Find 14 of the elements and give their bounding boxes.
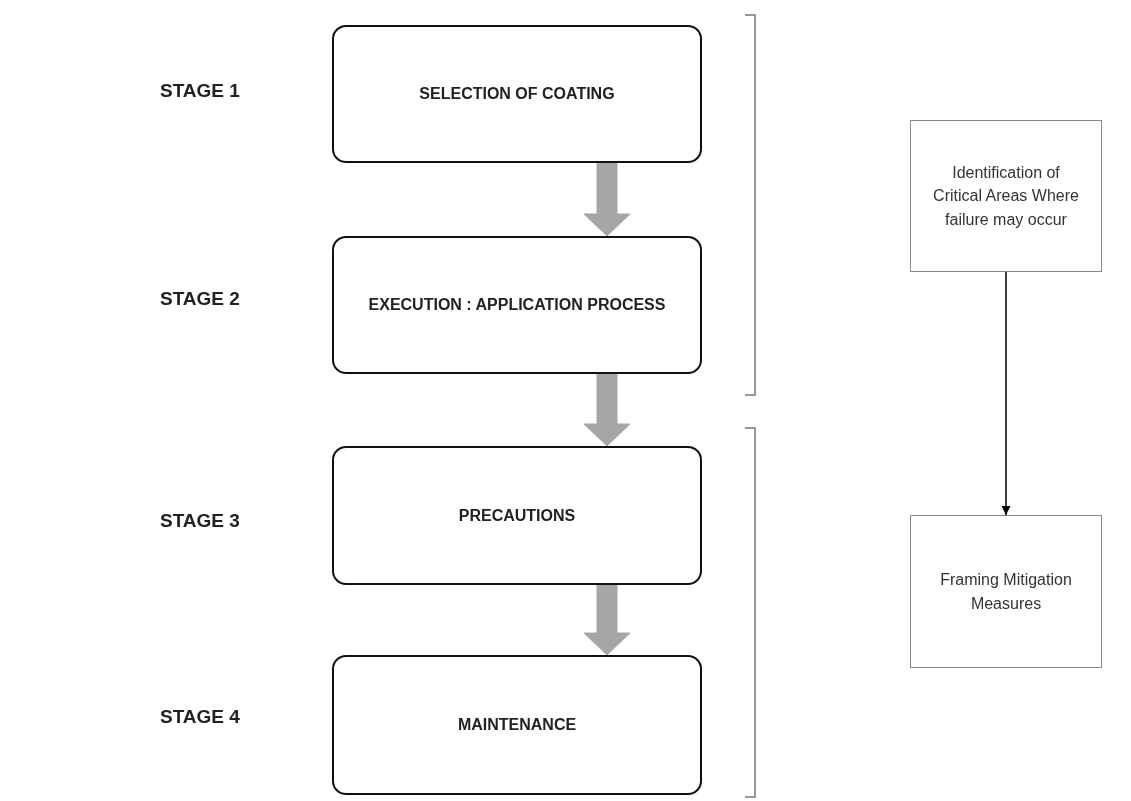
process-box: SELECTION OF COATING	[332, 25, 702, 163]
process-box: EXECUTION : APPLICATION PROCESS	[332, 236, 702, 374]
stage-label: STAGE 4	[160, 706, 240, 728]
note-box: Framing Mitigation Measures	[910, 515, 1102, 668]
stage-label: STAGE 3	[160, 510, 240, 532]
note-box: Identification of Critical Areas Where failure may occur	[910, 120, 1102, 272]
arrow	[1001, 271, 1011, 516]
process-box: PRECAUTIONS	[332, 446, 702, 585]
block-arrow	[583, 373, 631, 447]
block-arrow	[583, 584, 631, 656]
block-arrow	[583, 162, 631, 237]
stage-label: STAGE 1	[160, 80, 240, 102]
process-box: MAINTENANCE	[332, 655, 702, 795]
stage-label: STAGE 2	[160, 288, 240, 310]
